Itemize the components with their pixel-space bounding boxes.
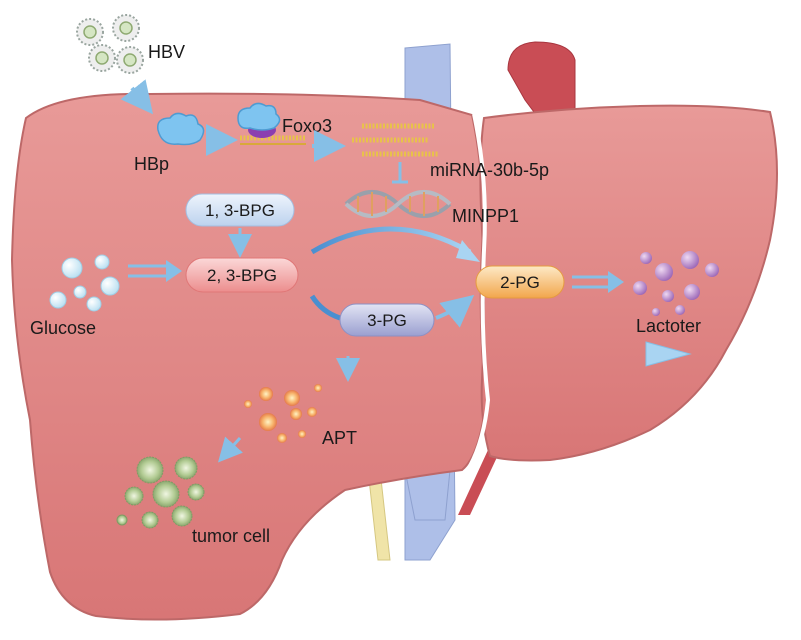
foxo3-complex-icon [237,102,306,145]
bpg13-node: 1, 3-BPG [185,193,295,227]
bpg23-to-pg3-arrow [309,294,341,321]
pg2-to-lactoter-arrow [572,271,624,293]
lactate-molecules-icon [633,251,719,316]
pg3-to-pg2-arrow [435,294,475,328]
lactoter-label: Lactoter [636,316,701,336]
bpg23-to-pg2-arrowhead [456,240,480,262]
glucose-label: Glucose [30,318,96,338]
apt-cells-icon [244,384,322,443]
glucose-to-bpg23-arrow [128,260,182,282]
pg2-label: 2-PG [500,273,540,292]
dna-helix-icon [344,190,452,218]
apt-label: APT [322,428,357,448]
bpg23-label: 2, 3-BPG [207,266,277,285]
tumor-cell-label: tumor cell [192,526,270,546]
hbv-to-hbp-arrow [120,79,153,115]
hbv-label: HBV [148,42,185,62]
hepatic-artery [458,440,505,515]
glucose-to-lactoter-arrowhead [645,341,692,367]
hbv-virus-icon [116,46,144,74]
hbv-virus-icon [112,14,140,42]
pg2-node: 2-PG [475,265,565,299]
hbv-virus-cluster [76,14,144,74]
foxo3-label: Foxo3 [282,116,332,136]
bpg23-node: 2, 3-BPG [185,257,299,293]
minpp1-label: MINPP1 [452,206,519,226]
tumor-cells-icon [116,456,205,529]
pg3-node: 3-PG [339,303,435,337]
hbp-protein-icon [157,112,205,146]
hbv-virus-icon [88,44,116,72]
mirna-label: miRNA-30b-5p [430,160,549,180]
bpg23-to-pg2-arrow [310,226,472,255]
hbp-label: HBp [134,154,169,174]
lobe-divider [468,113,491,467]
hbv-virus-icon [76,18,104,46]
glucose-molecules-icon [49,254,120,312]
apt-to-tumor-arrow [217,436,243,463]
pg3-label: 3-PG [367,311,407,330]
bpg13-label: 1, 3-BPG [205,201,275,220]
mirna-strands-icon [352,123,438,157]
mirna-inhibits-minpp1 [392,162,408,184]
aorta [507,41,576,121]
